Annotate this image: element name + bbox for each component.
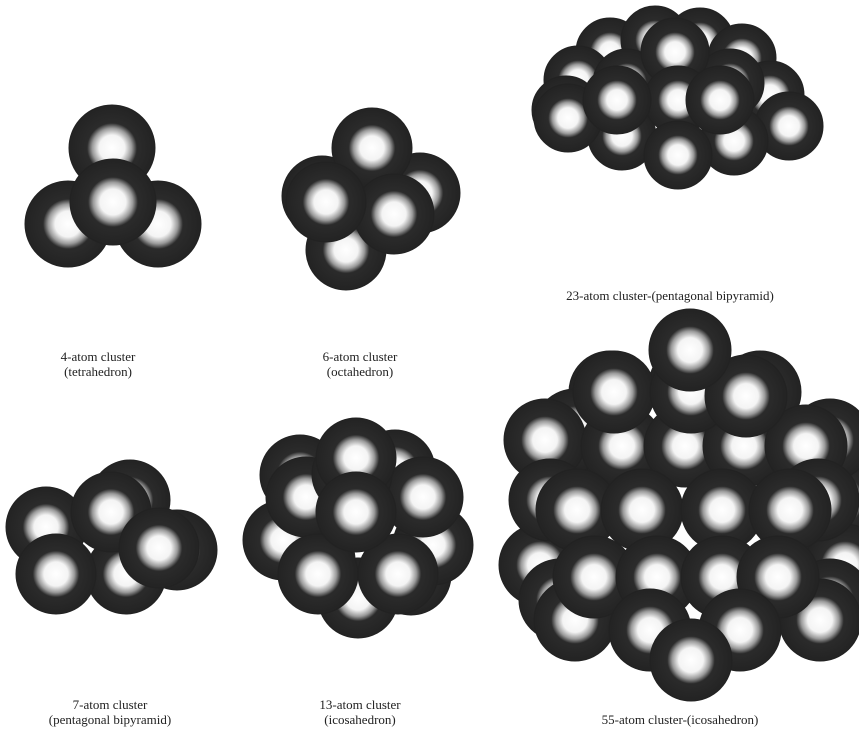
atom <box>650 619 732 701</box>
caption-7-atom-shape: (pentagonal bipyramid) <box>0 712 220 727</box>
cluster-13-atom <box>243 418 473 638</box>
atom <box>286 162 366 242</box>
caption-23-atom-title: 23-atom cluster-(pentagonal bipyramid) <box>500 288 840 303</box>
cluster-23-atom <box>532 6 823 189</box>
cluster-4-atom <box>25 105 201 267</box>
atom <box>644 121 712 189</box>
atom <box>573 351 655 433</box>
caption-4-atom: 4-atom cluster (tetrahedron) <box>28 349 168 379</box>
atom <box>16 534 96 614</box>
atom <box>119 508 199 588</box>
atom <box>316 472 396 552</box>
caption-4-atom-title: 4-atom cluster <box>28 349 168 364</box>
caption-55-atom-title: 55-atom cluster-(icosahedron) <box>540 712 820 727</box>
caption-13-atom: 13-atom cluster (icosahedron) <box>280 697 440 727</box>
cluster-7-atom <box>6 460 217 614</box>
cluster-6-atom <box>282 108 460 290</box>
caption-7-atom-title: 7-atom cluster <box>0 697 220 712</box>
caption-7-atom: 7-atom cluster (pentagonal bipyramid) <box>0 697 220 727</box>
caption-6-atom-title: 6-atom cluster <box>290 349 430 364</box>
atom <box>383 457 463 537</box>
atom <box>686 66 754 134</box>
atom <box>649 309 731 391</box>
atom <box>354 174 434 254</box>
atom <box>70 159 156 245</box>
caption-6-atom-shape: (octahedron) <box>290 364 430 379</box>
caption-4-atom-shape: (tetrahedron) <box>28 364 168 379</box>
caption-55-atom: 55-atom cluster-(icosahedron) <box>540 712 820 727</box>
caption-13-atom-title: 13-atom cluster <box>280 697 440 712</box>
caption-6-atom: 6-atom cluster (octahedron) <box>290 349 430 379</box>
atom <box>583 66 651 134</box>
caption-23-atom: 23-atom cluster-(pentagonal bipyramid) <box>500 288 840 303</box>
caption-13-atom-shape: (icosahedron) <box>280 712 440 727</box>
cluster-55-atom <box>499 309 859 701</box>
